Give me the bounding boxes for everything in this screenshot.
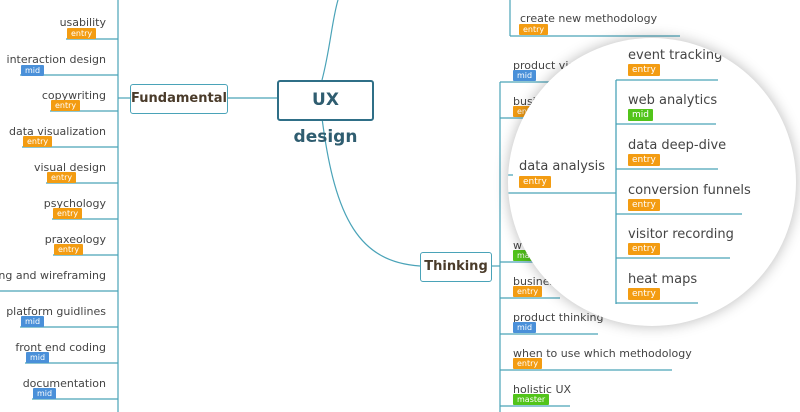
- level-badge: mid: [628, 109, 653, 121]
- item-label: copywriting: [41, 89, 106, 102]
- level-badge: entry: [628, 64, 660, 76]
- item-label: psychology: [43, 197, 106, 210]
- item-label: conversion funnels: [628, 183, 751, 198]
- level-badge: mid: [513, 70, 537, 81]
- item-label: platform guidlines: [6, 305, 106, 318]
- list-item[interactable]: product thinking: [513, 306, 604, 325]
- list-item[interactable]: create new methodology: [520, 7, 657, 26]
- item-label: documentation: [22, 377, 106, 390]
- item-label: event tracking: [628, 48, 723, 63]
- item-label: usability: [59, 16, 106, 29]
- level-badge: entry: [47, 172, 77, 183]
- list-item[interactable]: conversion funnels: [628, 179, 751, 198]
- item-label: product thinking: [513, 311, 604, 324]
- item-label: holistic UX: [513, 383, 572, 396]
- item-label: praxeology: [44, 233, 106, 246]
- magnifier-lens: data analysis entry event tracking entry…: [508, 38, 796, 326]
- list-item[interactable]: typing and wireframing: [0, 264, 106, 283]
- list-item[interactable]: web analytics: [628, 89, 717, 108]
- level-badge: entry: [628, 243, 660, 255]
- level-badge: entry: [628, 199, 660, 211]
- level-badge: entry: [628, 154, 660, 166]
- level-badge: mid: [26, 352, 50, 363]
- list-item[interactable]: heat maps: [628, 268, 697, 287]
- list-item[interactable]: copywriting: [42, 84, 106, 103]
- level-badge: entry: [53, 208, 83, 219]
- item-label: typing and wireframing: [0, 269, 106, 282]
- item-label: web analytics: [628, 93, 718, 108]
- item-label: data analysis: [519, 159, 606, 174]
- item-label: w: [513, 239, 522, 252]
- list-item[interactable]: documentation: [23, 372, 106, 391]
- list-item[interactable]: visitor recording: [628, 223, 734, 242]
- level-badge: entry: [519, 176, 551, 188]
- level-badge: entry: [23, 136, 53, 147]
- level-badge: entry: [513, 286, 543, 297]
- item-label: create new methodology: [520, 12, 658, 25]
- level-badge: mid: [21, 65, 45, 76]
- item-label: visual design: [33, 161, 106, 174]
- data-analysis-node[interactable]: data analysis: [519, 155, 605, 174]
- list-item[interactable]: praxeology: [45, 228, 106, 247]
- list-item[interactable]: product vie: [513, 54, 575, 73]
- level-badge: master: [513, 394, 550, 405]
- list-item[interactable]: w: [513, 234, 522, 253]
- list-item[interactable]: visual design: [34, 156, 106, 175]
- level-badge: entry: [513, 358, 543, 369]
- lens-connector-lines: [508, 79, 742, 304]
- level-badge: mid: [513, 322, 537, 333]
- list-item[interactable]: interaction design: [7, 48, 106, 67]
- thinking-node[interactable]: Thinking: [420, 252, 492, 282]
- item-label: data deep-dive: [628, 138, 727, 153]
- item-label: product vie: [513, 59, 576, 72]
- level-badge: entry: [51, 100, 81, 111]
- level-badge: entry: [67, 28, 97, 39]
- list-item[interactable]: event tracking: [628, 44, 722, 63]
- list-item[interactable]: when to use which methodology: [513, 342, 692, 361]
- list-item[interactable]: platform guidlines: [6, 300, 106, 319]
- list-item[interactable]: holistic UX: [513, 378, 571, 397]
- fundamental-node[interactable]: Fundamental: [130, 84, 228, 114]
- item-label: heat maps: [628, 272, 698, 287]
- list-item[interactable]: data visualization: [9, 120, 106, 139]
- level-badge: entry: [519, 24, 549, 35]
- level-badge: entry: [628, 288, 660, 300]
- root-label: UX design: [293, 90, 358, 147]
- item-label: interaction design: [6, 53, 106, 66]
- list-item[interactable]: front end coding: [15, 336, 106, 355]
- thinking-label: Thinking: [424, 259, 488, 274]
- item-label: front end coding: [15, 341, 106, 354]
- level-badge: mid: [33, 388, 57, 399]
- item-label: visitor recording: [628, 227, 734, 242]
- level-badge: entry: [54, 244, 84, 255]
- list-item[interactable]: psychology: [44, 192, 106, 211]
- list-item[interactable]: usability: [60, 11, 106, 30]
- item-label: data visualization: [9, 125, 106, 138]
- level-badge: mid: [21, 316, 45, 327]
- item-label: when to use which methodology: [513, 347, 692, 360]
- list-item[interactable]: data deep-dive: [628, 134, 726, 153]
- root-node[interactable]: UX design: [277, 80, 374, 147]
- fundamental-label: Fundamental: [131, 91, 227, 106]
